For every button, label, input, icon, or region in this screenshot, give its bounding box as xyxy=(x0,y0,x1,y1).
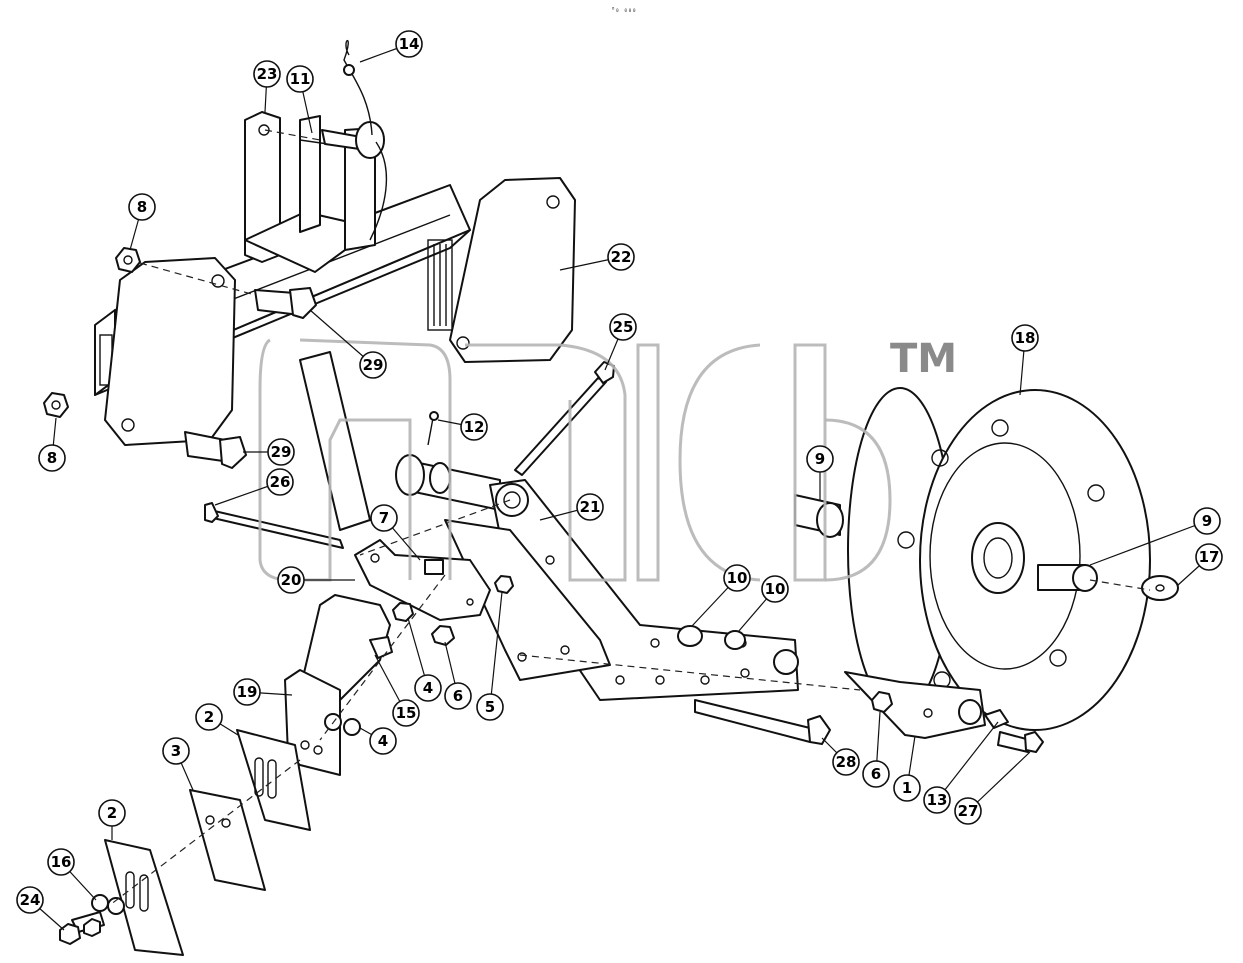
callout-bubble xyxy=(723,564,751,592)
callout-bubble xyxy=(392,699,420,727)
callout-label: 6 xyxy=(453,687,463,705)
callout-label: 2 xyxy=(204,708,214,726)
callout-bubble xyxy=(267,438,295,466)
callout-label: 13 xyxy=(927,791,948,809)
callout-label: 14 xyxy=(399,35,420,53)
parts-drawing xyxy=(43,39,1179,956)
callout-label: 8 xyxy=(137,198,147,216)
callout-bubble xyxy=(395,30,423,58)
diagram-code: ⁰₀ ₀₀₀ xyxy=(611,6,636,14)
callout-bubble xyxy=(266,468,294,496)
callout-label: 19 xyxy=(237,683,258,701)
callout-bubble xyxy=(954,797,982,825)
callout-label: 9 xyxy=(815,450,825,468)
callout-label: 8 xyxy=(47,449,57,467)
callout-bubble xyxy=(1195,543,1223,571)
callout-label: 18 xyxy=(1015,329,1036,347)
callout-label: 11 xyxy=(290,70,311,88)
callout-label: 5 xyxy=(485,698,495,716)
callout-bubble xyxy=(233,678,261,706)
callout-bubble xyxy=(607,243,635,271)
callout-label: 1 xyxy=(902,779,912,797)
callout-bubble xyxy=(761,575,789,603)
callout-label: 29 xyxy=(363,356,384,374)
callout-bubble xyxy=(286,65,314,93)
callout-label: 6 xyxy=(871,765,881,783)
callout-label: 16 xyxy=(51,853,72,871)
callout-bubble xyxy=(128,193,156,221)
callout-bubble xyxy=(806,445,834,473)
callout-bubble xyxy=(460,413,488,441)
callout-label: 10 xyxy=(727,569,748,587)
callout-bubble xyxy=(369,727,397,755)
callout-bubble xyxy=(444,682,472,710)
callout-bubble xyxy=(253,60,281,88)
callout-label: 12 xyxy=(464,418,485,436)
callout-bubble xyxy=(832,748,860,776)
callout-bubble xyxy=(476,693,504,721)
callout-label: 10 xyxy=(765,580,786,598)
watermark-tm: TM xyxy=(890,336,957,382)
callout-label: 28 xyxy=(836,753,857,771)
callout-label: 9 xyxy=(1202,512,1212,530)
callout-bubble xyxy=(98,799,126,827)
callout-bubble xyxy=(162,737,190,765)
callout-label: 29 xyxy=(271,443,292,461)
callout-bubble xyxy=(414,674,442,702)
callout-leader xyxy=(309,309,374,366)
callout-label: 15 xyxy=(396,704,417,722)
callout-bubble xyxy=(195,703,223,731)
callout-label: 7 xyxy=(379,509,389,527)
callout-bubble xyxy=(370,504,398,532)
callout-label: 25 xyxy=(613,318,634,336)
callout-bubble xyxy=(16,886,44,914)
callout-bubble xyxy=(1193,507,1221,535)
callout-leader xyxy=(967,751,1031,812)
callout-label: 4 xyxy=(378,732,388,750)
callout-leader xyxy=(936,721,999,801)
callout-leader xyxy=(489,591,503,708)
callout-label: 26 xyxy=(270,473,291,491)
callout-label: 4 xyxy=(423,679,433,697)
callout-bubble xyxy=(277,566,305,594)
callout-label: 21 xyxy=(580,498,601,516)
callout-label: 2 xyxy=(107,804,117,822)
callout-bubble xyxy=(862,760,890,788)
callout-bubble xyxy=(576,493,604,521)
callout-bubble xyxy=(38,444,66,472)
callout-label: 17 xyxy=(1199,548,1220,566)
callout-label: 23 xyxy=(257,65,278,83)
callout-bubble xyxy=(359,351,387,379)
assembly-axes xyxy=(109,129,1151,906)
callout-leader xyxy=(1089,520,1208,566)
watermark: TM xyxy=(258,336,957,582)
callout-label: 20 xyxy=(281,571,302,589)
callout-bubble xyxy=(893,774,921,802)
callout-bubble xyxy=(1011,324,1039,352)
callout-label: 3 xyxy=(171,742,181,760)
callout-label: 22 xyxy=(611,248,632,266)
callout-bubble xyxy=(609,313,637,341)
callout-bubble xyxy=(47,848,75,876)
callout-label: 24 xyxy=(20,891,41,909)
callout-bubble xyxy=(923,786,951,814)
callout-label: 27 xyxy=(958,802,979,820)
